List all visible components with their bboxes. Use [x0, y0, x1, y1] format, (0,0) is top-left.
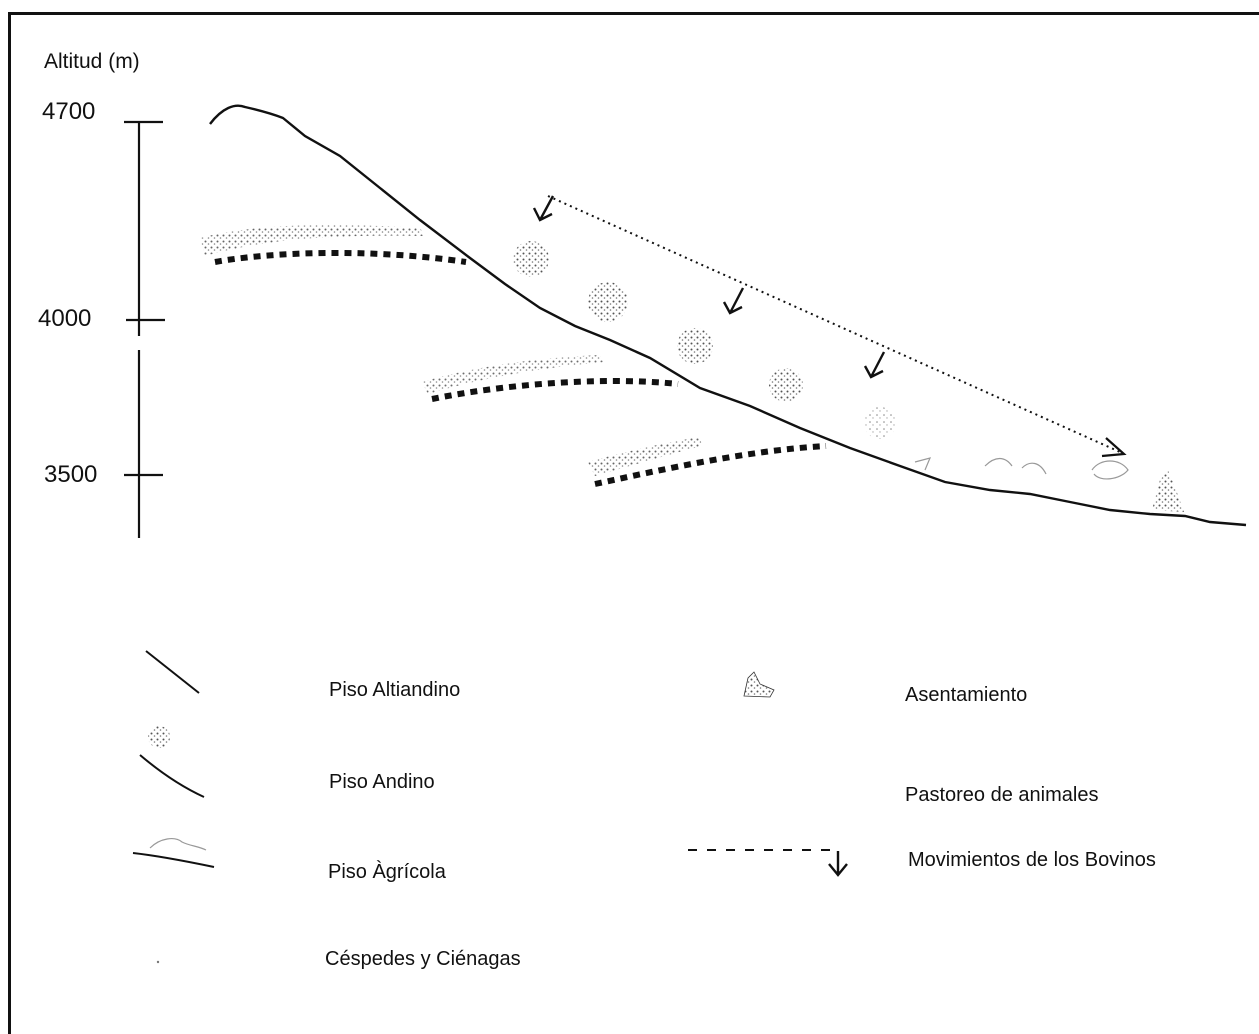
legend-label-movimientos: Movimientos de los Bovinos	[908, 849, 1156, 871]
andino-bush-clusters	[513, 241, 896, 439]
boundary-andino	[431, 378, 679, 402]
altitude-axis	[124, 120, 165, 538]
diagram-frame	[8, 12, 1259, 1034]
legend-label-asentamiento: Asentamiento	[905, 684, 1028, 706]
legend-symbol-altiandino	[145, 650, 200, 694]
settlement-mark	[1152, 470, 1184, 512]
legend-label-pastoreo: Pastoreo de animales	[905, 784, 1099, 806]
axis-title: Altitud (m)	[44, 50, 140, 73]
tick-label-3500: 3500	[44, 461, 98, 488]
legend-label-andino: Piso Andino	[329, 771, 435, 793]
legend-symbol-andino-line	[139, 754, 205, 798]
legend-label-cespedes: Céspedes y Ciénagas	[325, 948, 521, 970]
legend-symbol-movimientos-arrow	[828, 851, 848, 877]
tick-label-4700: 4700	[42, 98, 96, 125]
legend-symbols	[132, 650, 848, 964]
agricola-marks	[914, 457, 1129, 480]
cattle-movement	[532, 195, 1127, 458]
movement-arrow-end	[1101, 437, 1127, 458]
boundary-agricola	[594, 443, 827, 487]
cespedes-band-upper	[200, 225, 425, 256]
bush-cluster	[513, 241, 549, 277]
movement-arrow	[532, 195, 555, 222]
cespedes-band-middle	[422, 355, 604, 394]
legend-symbol-andino-bush	[148, 726, 170, 748]
bush-cluster	[769, 368, 803, 402]
movement-arrow	[863, 351, 886, 379]
legend-symbol-agricola-line	[132, 852, 215, 868]
legend-symbol-asentamiento	[743, 671, 775, 698]
tick-label-4000: 4000	[38, 305, 92, 332]
movement-arrow	[722, 287, 745, 315]
boundary-altiandino	[214, 249, 467, 265]
bush-cluster	[864, 407, 896, 439]
floor-boundaries	[214, 249, 827, 487]
bush-cluster	[588, 282, 628, 322]
movement-dotted-line	[547, 195, 1121, 453]
legend-label-agricola: Piso Àgrícola	[328, 861, 446, 883]
legend-label-altiandino: Piso Altiandino	[329, 679, 461, 701]
legend-symbol-cespedes	[156, 960, 160, 964]
bush-cluster	[677, 328, 713, 364]
cespedes-band-lower	[588, 437, 702, 476]
terrain-profile-line	[209, 104, 1247, 527]
legend-symbol-agricola-marks	[149, 838, 207, 851]
